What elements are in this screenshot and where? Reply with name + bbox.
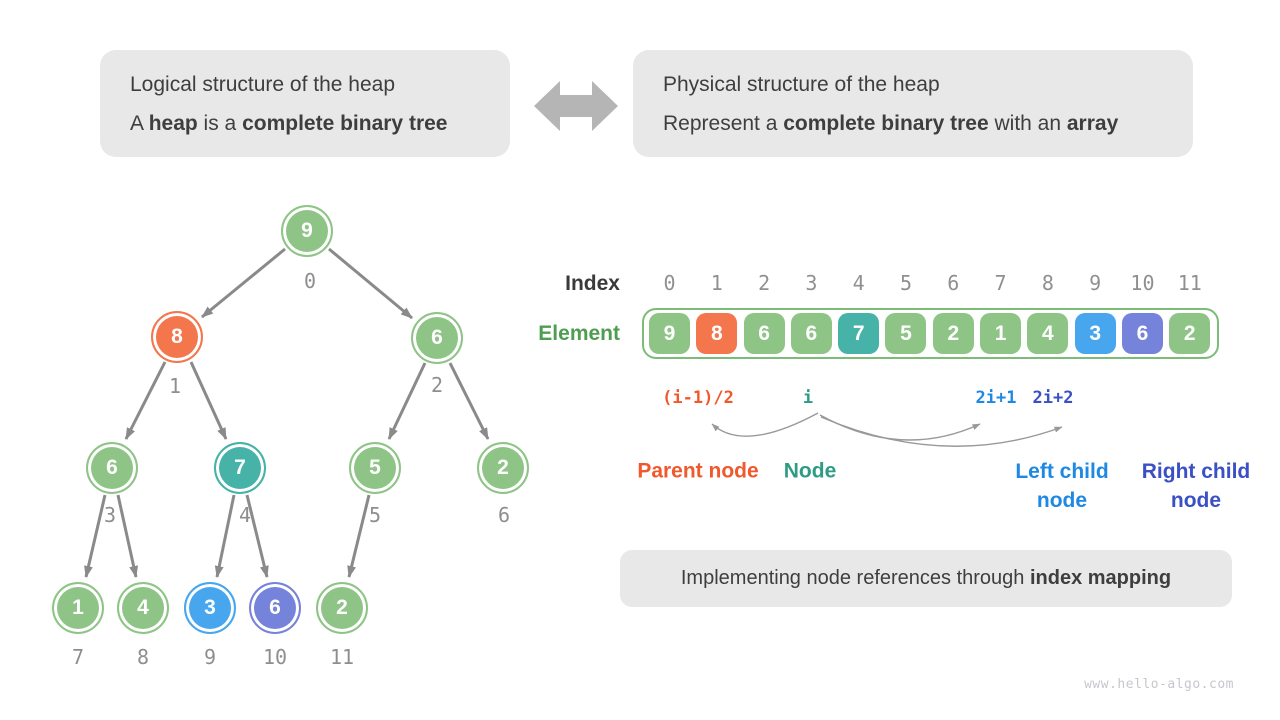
array-index: 2 (758, 271, 771, 295)
tree-node-7: 1 (52, 582, 104, 634)
tree-node-8: 4 (117, 582, 169, 634)
array-cell-9: 3 (1074, 313, 1116, 354)
tree-node-5: 5 (349, 442, 401, 494)
array-index-row: 0 1 2 3 4 5 6 7 8 9 10 11 (649, 271, 1210, 295)
index-row-label: Index (565, 272, 620, 295)
tree-index-0: 0 (303, 269, 317, 293)
tree-index-6: 6 (497, 503, 511, 527)
array-index: 6 (947, 271, 960, 295)
tree-index-4: 4 (238, 503, 252, 527)
tree-node-11: 2 (316, 582, 368, 634)
logical-line1: Logical structure of the heap (130, 73, 396, 96)
right-child-node-label: Right child node (1141, 460, 1251, 512)
tree-edges (84, 247, 490, 578)
array-cell-7: 1 (980, 313, 1022, 354)
tree-index-5: 5 (368, 503, 382, 527)
watermark: www.hello-algo.com (1084, 677, 1234, 692)
caption-box: Implementing node references through ind… (620, 550, 1232, 607)
node-label: Node (783, 459, 837, 483)
array-cell-0: 9 (649, 313, 690, 354)
array-container: 9 8 6 6 7 5 2 1 4 3 6 2 (642, 308, 1219, 359)
tree-node-2: 6 (411, 312, 463, 364)
array-index: 9 (1089, 271, 1102, 295)
tree-index-1: 1 (168, 374, 182, 398)
array-index: 3 (805, 271, 818, 295)
right-child-index-formula: 2i+2 (1032, 388, 1074, 408)
tree-index-2: 2 (430, 373, 444, 397)
array-cell-2: 6 (743, 313, 785, 354)
parent-node-label: Parent node (637, 459, 759, 483)
parent-index-formula: (i-1)/2 (662, 388, 734, 408)
physical-line2: Represent a complete binary tree with an… (663, 112, 1119, 135)
array-cell-6: 2 (932, 313, 974, 354)
tree-index-11: 11 (329, 645, 355, 669)
array-index: 1 (710, 271, 723, 295)
tree-index-7: 7 (71, 645, 85, 669)
physical-structure-box: Physical structure of the heap Represent… (633, 50, 1193, 157)
array-index: 0 (663, 271, 676, 295)
tree-node-10: 6 (249, 582, 301, 634)
left-child-index-formula: 2i+1 (975, 388, 1017, 408)
tree-node-3: 6 (86, 442, 138, 494)
array-cell-3: 6 (790, 313, 832, 354)
index-mapping-arrows (711, 412, 1063, 447)
array-cell-10: 6 (1121, 313, 1163, 354)
tree-node-4: 7 (214, 442, 266, 494)
element-row-label: Element (538, 322, 620, 345)
node-index-formula: i (802, 388, 814, 408)
array-index: 8 (1041, 271, 1054, 295)
tree-index-9: 9 (203, 645, 217, 669)
logical-structure-box: Logical structure of the heap A heap is … (100, 50, 510, 157)
tree-index-3: 3 (103, 503, 117, 527)
tree-index-10: 10 (262, 645, 288, 669)
double-arrow-icon (534, 81, 618, 131)
array-index: 7 (994, 271, 1007, 295)
tree-node-9: 3 (184, 582, 236, 634)
array-cell-5: 5 (885, 313, 927, 354)
tree-node-6: 2 (477, 442, 529, 494)
array-cell-11: 2 (1169, 313, 1211, 354)
tree-node-1: 8 (151, 311, 203, 363)
left-child-node-label: Left child node (1015, 460, 1109, 512)
tree-node-0: 9 (281, 205, 333, 257)
array-cell-1: 8 (696, 313, 738, 354)
tree-index-8: 8 (136, 645, 150, 669)
array-index: 4 (852, 271, 865, 295)
physical-line1: Physical structure of the heap (663, 73, 940, 96)
array-index: 5 (899, 271, 912, 295)
array-index: 11 (1177, 271, 1202, 295)
caption-text: Implementing node references through ind… (680, 567, 1172, 589)
array-cell-4: 7 (838, 313, 880, 354)
array-cell-8: 4 (1027, 313, 1069, 354)
logical-line2: A heap is a complete binary tree (130, 112, 448, 135)
array-index: 10 (1130, 271, 1155, 295)
